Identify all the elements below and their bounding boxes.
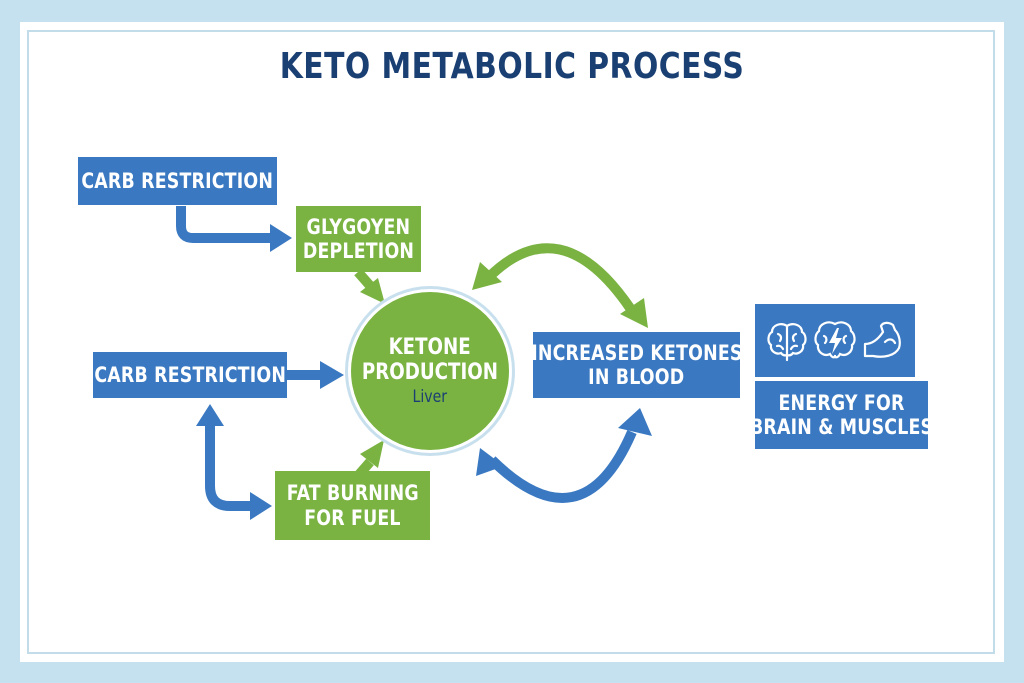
ketone-production-location: Liver <box>412 386 448 407</box>
arrow-carb-to-ketone-head <box>320 361 344 389</box>
brain-icon <box>767 323 807 362</box>
node-energy: ENERGY FOR BRAIN & MUSCLES <box>750 381 933 449</box>
arrow-carb-fat-link <box>205 424 252 511</box>
node-ketone-production: KETONE PRODUCTION Liver <box>351 292 509 450</box>
node-carb-restriction-top: CARB RESTRICTION <box>78 157 277 205</box>
arrow-cycle-green-head <box>620 298 648 328</box>
arrow-carb-to-glycogen <box>176 206 272 243</box>
node-glycogen-depletion: GLYGOYEN DEPLETION <box>296 206 421 272</box>
energy-icons-panel <box>755 304 915 377</box>
arrow-cycle-green <box>484 243 635 311</box>
arrow-cycle-blue-head <box>618 408 652 436</box>
arrow-cycle-blue <box>488 430 637 503</box>
arrow-glycogen-to-ketone-head <box>360 278 385 304</box>
arrow-cycle-green-tail-head <box>472 262 502 290</box>
diagram-border <box>27 30 995 654</box>
arrow-carb-to-glycogen-head <box>270 224 292 252</box>
node-fat-burning: FAT BURNING FOR FUEL <box>275 471 430 540</box>
flexed-arm-icon <box>863 321 901 358</box>
arrow-carb-fat-up-head <box>196 404 224 426</box>
arrow-cycle-blue-tail-head <box>476 448 504 476</box>
arrow-fat-to-ketone-head <box>360 440 384 468</box>
node-increased-ketones: INCREASED KETONES IN BLOOD <box>531 332 742 398</box>
brain-lightning-icon <box>814 321 856 359</box>
page-title: KETO METABOLIC PROCESS <box>279 46 745 87</box>
node-carb-restriction-mid: CARB RESTRICTION <box>93 352 287 398</box>
arrow-carb-fat-right-head <box>250 492 272 520</box>
